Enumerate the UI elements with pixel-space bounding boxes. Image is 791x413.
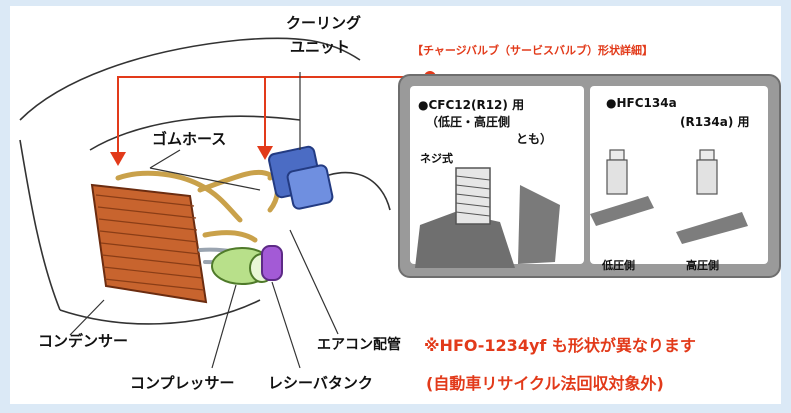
charge-valve-title: 【チャージバルブ（サービスバルブ）形状詳細】 [412,44,654,57]
cfc-title-line2: （低圧・高圧側 [426,115,511,129]
pointer-line-top [117,76,430,157]
pointer-arrows [110,146,273,166]
cfc-valve-type: ネジ式 [420,152,453,165]
condenser-label: コンデンサー [38,332,129,350]
compressor-label: コンプレッサー [130,374,235,392]
arrow-condenser [110,152,126,166]
car-outline [19,37,391,325]
note-hfo-line1: ※HFO-1234yf も形状が異なります [424,336,696,355]
aircon-piping-label: エアコン配管 [317,337,401,353]
hfc-title-line2: (R134a) 用 [680,115,750,129]
hfc-valve-low-shape [590,149,654,226]
hfc-title-line1: ●HFC134a [606,96,677,110]
note-hfo-line2: (自動車リサイクル法回収対象外) [426,374,664,393]
cooling-unit [268,145,334,210]
car-fender-line [19,139,61,311]
cooling-unit-label-line1: クーリング [286,14,362,32]
hfc-valve-high-shape [676,149,748,244]
car-hood-line [19,37,361,121]
cfc-title-line3: とも） [516,132,553,146]
receiver-tank [261,245,283,281]
cfc-title-line1: ●CFC12(R12) 用 [418,98,525,112]
leader-lines [69,72,339,369]
hfc-low-side-label: 低圧側 [602,259,635,272]
arrow-cooling-unit [257,146,273,160]
condenser-unit [90,183,208,304]
cooling-unit-label-line2: ユニット [290,38,351,56]
rubber-hose-label: ゴムホース [152,130,227,148]
car-front-line [59,299,261,325]
cfc-valve-shape [415,167,560,268]
car-inner-line [89,115,301,151]
receiver-tank-label: レシーバタンク [268,374,373,392]
hfc-high-side-label: 高圧側 [686,259,719,272]
